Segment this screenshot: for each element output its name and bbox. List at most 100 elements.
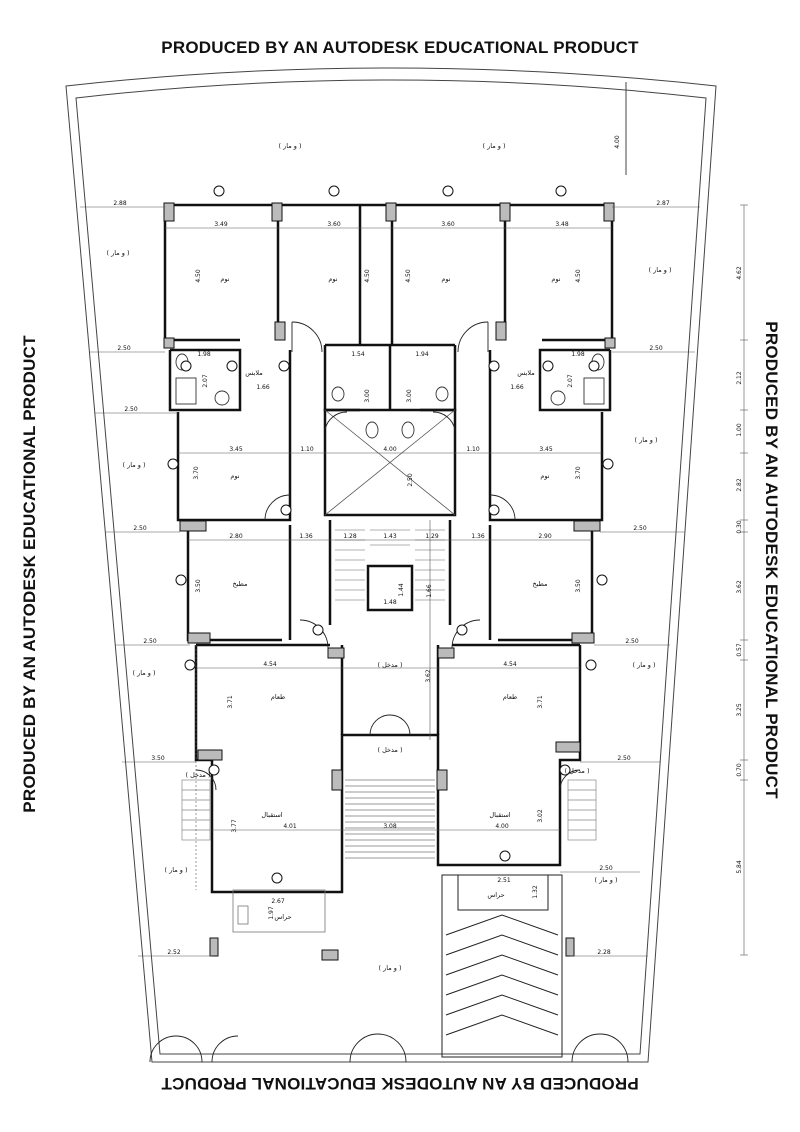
dim-228: 2.28 <box>597 949 611 956</box>
dim-top-400: 4.00 <box>614 135 621 149</box>
dim-350-b: 3.50 <box>575 579 582 593</box>
label-entrance-right: ( ﻣﺪﺧﻞ ) <box>564 767 589 775</box>
label-terrace-right-4: ( ﻭ ﻣﺎﺭ ) <box>594 876 617 884</box>
ramp <box>441 874 563 1058</box>
dim-250-i: 2.50 <box>617 755 631 762</box>
dim-360-a: 3.60 <box>327 221 341 228</box>
dim-right-070: 0.70 <box>736 763 743 777</box>
dim-280: 2.80 <box>229 533 243 540</box>
dim-400-a: 4.00 <box>383 446 397 453</box>
label-bedroom-6: ﻧﻮﻡ <box>540 472 549 480</box>
label-front-yard: ( ﻭ ﻣﺎﺭ ) <box>378 964 401 972</box>
dim-136-a: 1.36 <box>299 533 313 540</box>
label-terrace-left-2: ( ﻭ ﻣﺎﺭ ) <box>122 461 145 469</box>
dim-right-282: 2.82 <box>736 478 743 492</box>
dim-right-212: 2.12 <box>736 371 743 385</box>
dim-300-a: 3.00 <box>364 389 371 403</box>
dim-148: 1.48 <box>383 599 397 606</box>
dim-362: 3.62 <box>425 669 432 683</box>
watermark-top: PRODUCED BY AN AUTODESK EDUCATIONAL PROD… <box>161 38 639 57</box>
dim-308: 3.08 <box>383 823 397 830</box>
label-terrace-right-3: ( ﻭ ﻣﺎﺭ ) <box>632 661 655 669</box>
dim-129: 1.29 <box>425 533 439 540</box>
label-guard-right: ﺣﺮﺍﺱ <box>487 891 504 899</box>
dim-250-d: 2.50 <box>133 525 147 532</box>
label-dining-right: ﻃﻌﺎﻡ <box>503 693 517 701</box>
dim-154: 1.54 <box>351 351 365 358</box>
label-terrace-left-3: ( ﻭ ﻣﺎﺭ ) <box>132 669 155 677</box>
dim-450-c: 4.50 <box>405 269 412 283</box>
label-guard-left: ﺣﺮﺍﺱ <box>274 913 291 921</box>
label-terrace-top-right: ( ﻭ ﻣﺎﺭ ) <box>482 142 505 150</box>
dim-250-e: 2.50 <box>633 525 647 532</box>
dim-132: 1.32 <box>532 885 539 899</box>
dim-250-k: 2.50 <box>407 473 414 487</box>
dim-371-a: 3.71 <box>227 695 234 709</box>
dim-370-a: 3.70 <box>193 466 200 480</box>
dim-right-057: 0.57 <box>736 643 743 657</box>
dim-136-b: 1.36 <box>471 533 485 540</box>
dim-377: 3.77 <box>231 819 238 833</box>
dim-110-a: 1.10 <box>300 446 314 453</box>
dim-right-584: 5.84 <box>736 860 743 874</box>
label-kitchen-left: ﻣﻄﺒﺦ <box>233 580 248 588</box>
dim-252: 2.52 <box>167 949 181 956</box>
dim-450-b: 4.50 <box>364 269 371 283</box>
dim-345-a: 3.45 <box>229 446 243 453</box>
dim-166-b: 1.66 <box>510 384 524 391</box>
dim-454-b: 4.54 <box>503 661 517 668</box>
dim-250-c: 2.50 <box>124 406 138 413</box>
dim-128: 1.28 <box>343 533 357 540</box>
dim-450-a: 4.50 <box>195 269 202 283</box>
dim-287: 2.87 <box>656 200 670 207</box>
lot-boundary-outer <box>65 67 717 1063</box>
dim-360-b: 3.60 <box>441 221 455 228</box>
dim-197: 1.97 <box>268 906 275 920</box>
dimension-lines <box>80 204 748 957</box>
dim-198-a: 1.98 <box>197 351 211 358</box>
dim-166-a: 1.66 <box>256 384 270 391</box>
dim-302: 3.02 <box>537 809 544 823</box>
label-closet-right: ﻣﻼﺑﺲ <box>517 369 534 377</box>
dim-250-a: 2.50 <box>117 345 131 352</box>
dim-450-d: 4.50 <box>575 269 582 283</box>
dim-371-b: 3.71 <box>537 695 544 709</box>
label-entrance-left: ( ﻣﺪﺧﻞ ) <box>185 771 210 779</box>
dim-right-325: 3.25 <box>736 703 743 717</box>
label-bedroom-1: ﻧﻮﻡ <box>220 275 229 283</box>
main-stair <box>345 779 435 859</box>
dim-349: 3.49 <box>214 221 228 228</box>
dim-401: 4.01 <box>283 823 297 830</box>
guard-room-left <box>232 889 326 933</box>
shaft-cross <box>324 409 456 516</box>
label-bedroom-2: ﻧﻮﻡ <box>328 275 337 283</box>
label-terrace-left-1: ( ﻭ ﻣﺎﺭ ) <box>106 249 129 257</box>
dim-right-362: 3.62 <box>736 580 743 594</box>
dim-250-f: 2.50 <box>143 638 157 645</box>
dim-166-c: 1.66 <box>426 584 433 598</box>
label-terrace-left-4: ( ﻭ ﻣﺎﺭ ) <box>164 866 187 874</box>
dim-250-h: 3.50 <box>151 755 165 762</box>
label-terrace-top-left: ( ﻭ ﻣﺎﺭ ) <box>278 142 301 150</box>
dim-400-b: 4.00 <box>495 823 509 830</box>
dim-right-030: 0.30 <box>736 520 743 534</box>
dim-350-a: 3.50 <box>195 579 202 593</box>
dim-right-462: 4.62 <box>736 266 743 280</box>
dim-345-b: 3.45 <box>539 446 553 453</box>
door-swings <box>149 321 629 1063</box>
dim-454-a: 4.54 <box>263 661 277 668</box>
label-reception-right: ﺍﺳﺘﻘﺒﺎﻝ <box>489 811 510 819</box>
label-bedroom-4: ﻧﻮﻡ <box>551 275 560 283</box>
label-bedroom-3: ﻧﻮﻡ <box>441 275 450 283</box>
dim-288: 2.88 <box>113 200 127 207</box>
sanitary-fixtures <box>175 353 605 439</box>
label-bedroom-5: ﻧﻮﻡ <box>230 472 239 480</box>
label-terrace-right-1: ( ﻭ ﻣﺎﺭ ) <box>648 266 671 274</box>
label-entrance-top: ( ﻣﺪﺧﻞ ) <box>377 661 402 669</box>
dim-251: 2.51 <box>497 877 511 884</box>
dim-250-b: 2.50 <box>649 345 663 352</box>
dim-198-b: 1.98 <box>571 351 585 358</box>
dim-200-a: 2.07 <box>202 374 209 388</box>
label-closet-left: ﻣﻼﺑﺲ <box>245 369 262 377</box>
